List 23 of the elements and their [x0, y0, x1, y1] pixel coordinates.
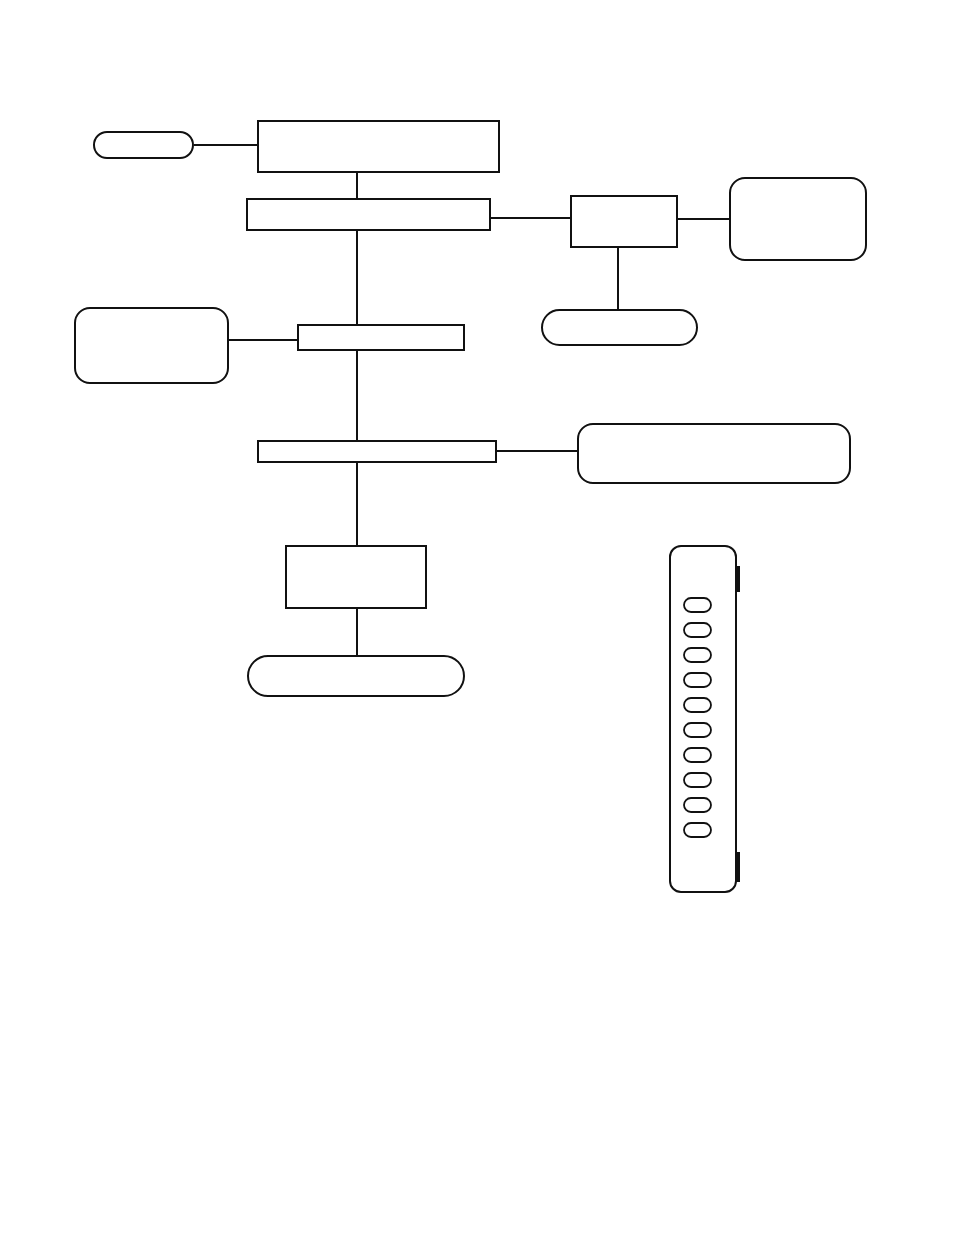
connector-line: [356, 350, 358, 441]
rounded-box: [577, 423, 851, 484]
terminal-pill: [541, 309, 698, 346]
connector-line: [617, 247, 619, 310]
process-box: [297, 324, 465, 351]
process-box: [257, 440, 497, 463]
connector-line: [356, 462, 358, 546]
terminal-pill: [247, 655, 465, 697]
connector-line: [490, 217, 571, 219]
connector-line: [356, 230, 358, 325]
process-box: [285, 545, 427, 609]
connector-line: [193, 144, 258, 146]
process-box: [246, 198, 491, 231]
process-box: [570, 195, 678, 248]
connector-line: [496, 450, 578, 452]
connector-line: [356, 608, 358, 656]
connector-line: [356, 172, 358, 199]
connector-line: [228, 339, 298, 341]
rounded-box: [74, 307, 229, 384]
process-box: [257, 120, 500, 173]
connector-line: [677, 218, 730, 220]
rounded-box: [729, 177, 867, 261]
terminal-pill: [93, 131, 194, 159]
